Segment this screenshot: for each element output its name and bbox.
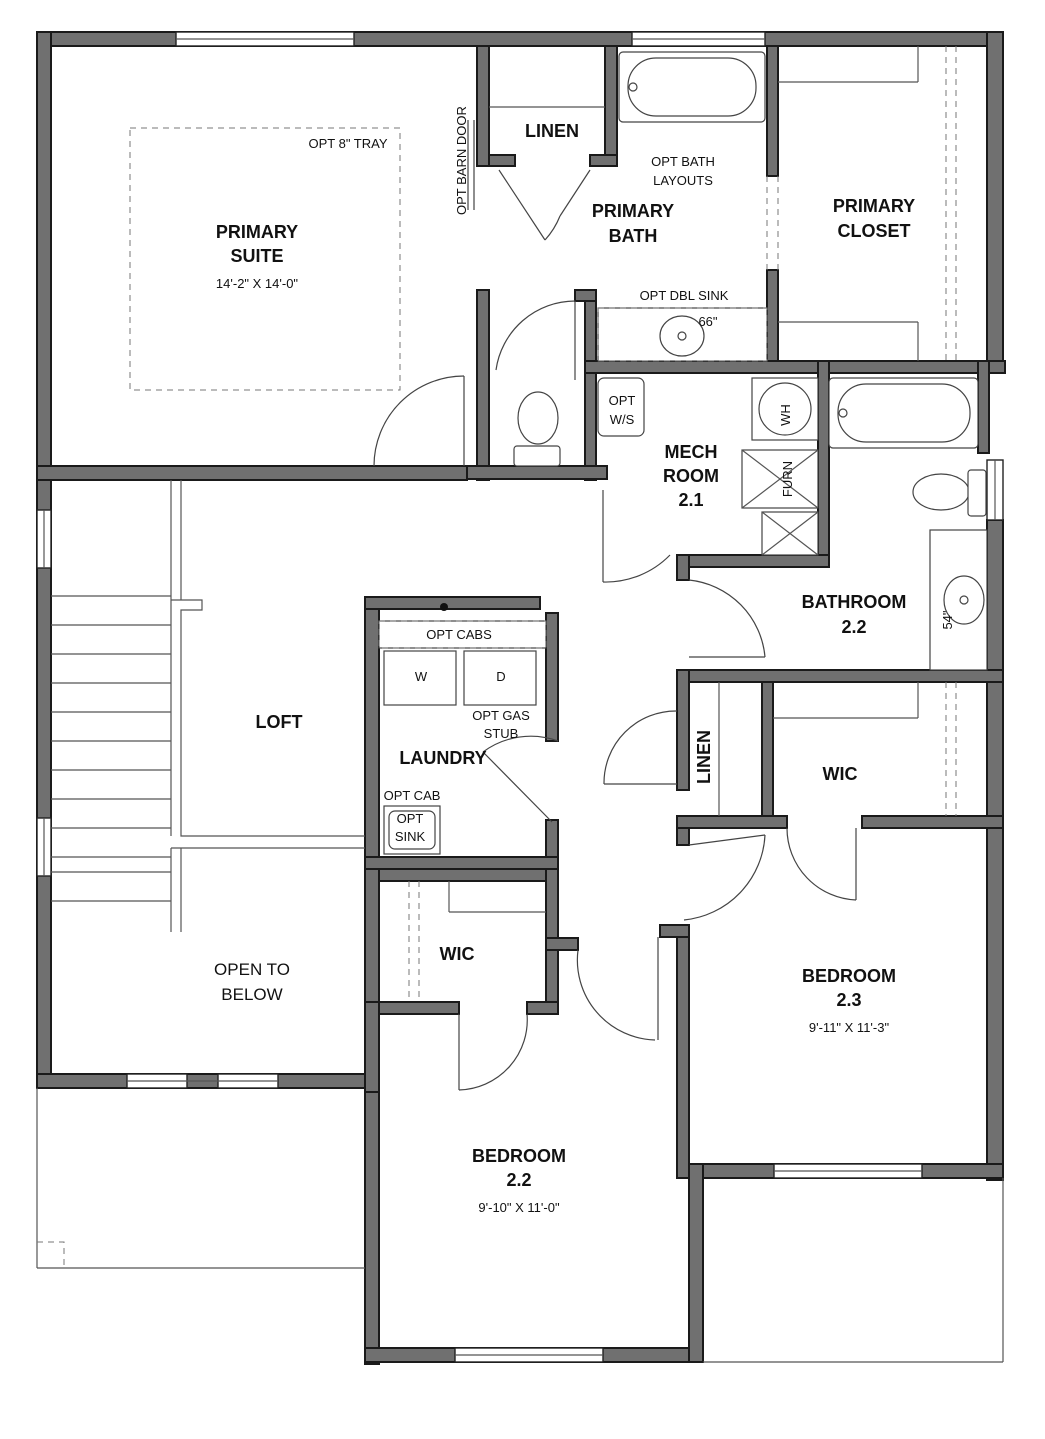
dashed-outlines: [129, 46, 957, 1002]
room-labels: PRIMARY SUITE 14'-2" X 14'-0" OPT 8" TRA…: [214, 106, 955, 1215]
toilet-2-icon: [912, 473, 970, 511]
sink-66-label: 66": [698, 314, 717, 329]
wh-label: WH: [778, 404, 793, 426]
gas-stub-icon: [440, 603, 448, 611]
primary-suite-dim: 14'-2" X 14'-0": [216, 276, 299, 291]
wic-right-label: WIC: [823, 764, 858, 784]
bathroom-label-2: 2.2: [841, 617, 866, 637]
opt-ws-label: OPT: [609, 393, 636, 408]
primary-bath-label: PRIMARY: [592, 201, 674, 221]
stairs: [51, 480, 365, 932]
sink-54-label: 54": [940, 610, 955, 629]
closet-shelving: [448, 46, 919, 913]
furn-label: FURN: [780, 461, 795, 497]
bedroom-22-label: BEDROOM: [472, 1146, 566, 1166]
patio-outline: [36, 1088, 1004, 1363]
open-below-label: OPEN TO: [214, 960, 290, 979]
opt-barn-door-label: OPT BARN DOOR: [454, 106, 469, 215]
opt-bath-label: OPT BATH: [651, 154, 715, 169]
laundry-label: LAUNDRY: [399, 748, 486, 768]
interior-walls: [364, 45, 1006, 1179]
primary-suite-label-2: SUITE: [230, 246, 283, 266]
opt-gas-label: OPT GAS: [472, 708, 530, 723]
washer-sink-icon: [597, 377, 645, 437]
fixtures: [378, 51, 988, 855]
primary-closet-label-2: CLOSET: [837, 221, 910, 241]
opt-tray-label: OPT 8" TRAY: [308, 136, 387, 151]
dryer-label: D: [496, 669, 505, 684]
opt-dbl-sink-label: OPT DBL SINK: [640, 288, 729, 303]
windows: [36, 31, 1004, 1363]
bathroom-label: BATHROOM: [802, 592, 907, 612]
opt-ws-label-2: W/S: [610, 412, 635, 427]
open-below-label-2: BELOW: [221, 985, 282, 1004]
linen-mid-label: LINEN: [694, 730, 714, 784]
bedroom-23-label: BEDROOM: [802, 966, 896, 986]
wic-left-label: WIC: [440, 944, 475, 964]
opt-cabs-label: OPT CABS: [426, 627, 492, 642]
bedroom-22-label-2: 2.2: [506, 1170, 531, 1190]
linen-top-label: LINEN: [525, 121, 579, 141]
primary-bath-label-2: BATH: [609, 226, 658, 246]
washer-icon: [383, 650, 457, 706]
door-swings: [373, 120, 857, 1091]
toilet-icon: [517, 391, 559, 445]
bedroom-23-dim: 9'-11" X 11'-3": [809, 1020, 890, 1035]
opt-sink-label: OPT: [397, 811, 424, 826]
dryer-icon: [463, 650, 537, 706]
bedroom-22-dim: 9'-10" X 11'-0": [478, 1200, 560, 1215]
loft-label: LOFT: [256, 712, 303, 732]
mech-room-label-3: 2.1: [678, 490, 703, 510]
primary-closet-label: PRIMARY: [833, 196, 915, 216]
mech-room-label: MECH: [665, 442, 718, 462]
opt-gas-label-2: STUB: [484, 726, 519, 741]
opt-cab-label: OPT CAB: [384, 788, 441, 803]
washer-label: W: [415, 669, 428, 684]
opt-bath-label-2: LAYOUTS: [653, 173, 713, 188]
primary-suite-label: PRIMARY: [216, 222, 298, 242]
bedroom-23-label-2: 2.3: [836, 990, 861, 1010]
mech-room-label-2: ROOM: [663, 466, 719, 486]
opt-sink-label-2: SINK: [395, 829, 426, 844]
